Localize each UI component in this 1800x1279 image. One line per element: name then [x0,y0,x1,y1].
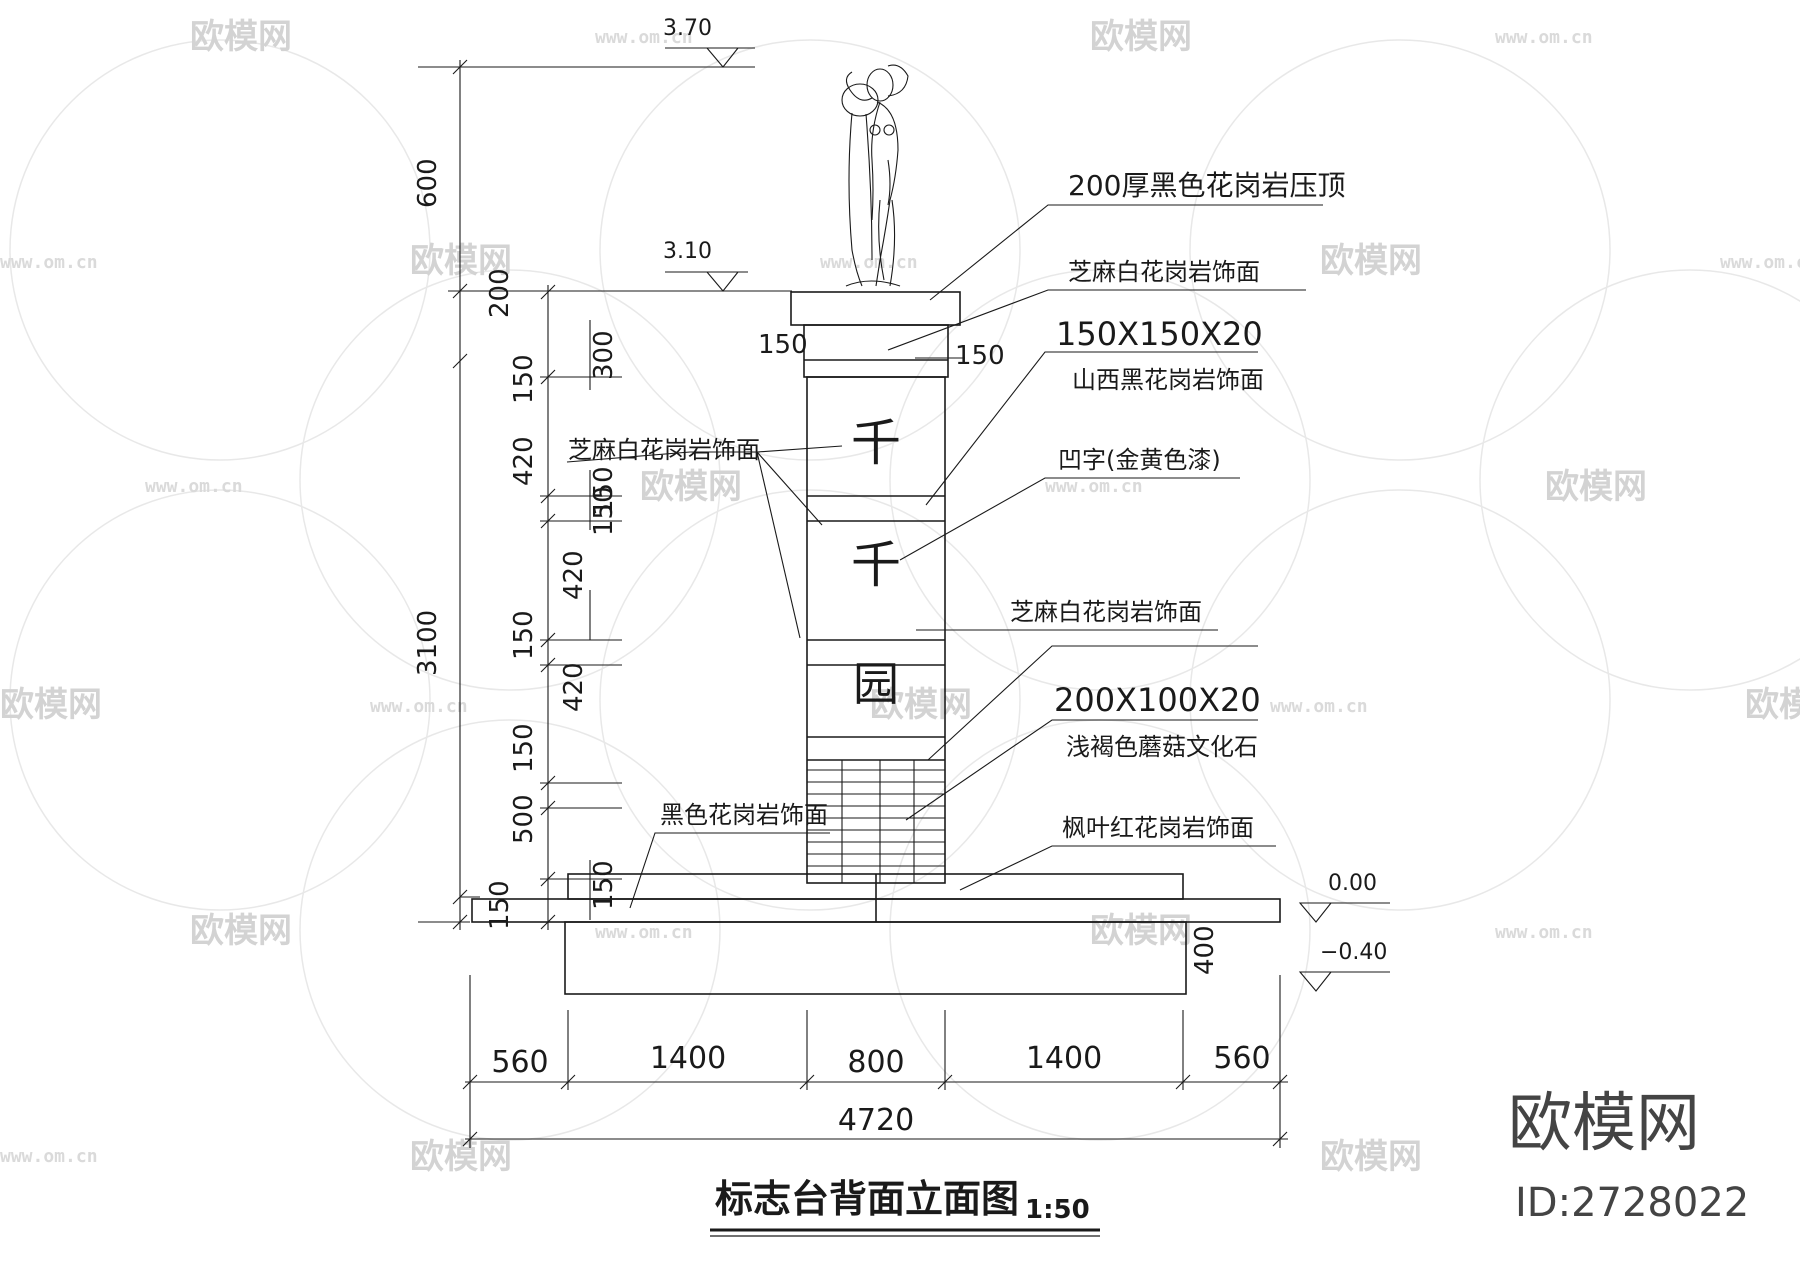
sesame-white-cladding-top [803,324,949,378]
level-label-foundation: −0.40 [1320,940,1387,965]
dim-seg: 150 [509,354,539,404]
dim-overall: 3100 [413,610,443,676]
statue-figure [841,64,909,287]
callout-shanxi-black: 山西黑花岗岩饰面 [1072,366,1264,394]
monument-body: 千 千 园 [471,291,1281,995]
culture-stone-panel [807,760,945,883]
callout-sesame-white-top: 芝麻白花岗岩饰面 [1068,258,1260,286]
dim-seg: 420 [559,662,589,712]
callout-sesame-white-mid: 芝麻白花岗岩饰面 [1010,598,1202,626]
dim-total: 4720 [838,1103,914,1138]
watermark-logo: 欧模网 [1320,241,1422,281]
callout-maple-red: 枫叶红花岗岩饰面 [1062,814,1254,842]
watermark-logo: 欧模网 [190,911,292,951]
dim-w4: 1400 [1026,1041,1102,1076]
dim-offset-left: 150 [758,330,808,360]
dim-inner-300: 300 [589,330,619,380]
watermark-logo: 欧模网 [1090,911,1192,951]
callout-black-granite-cap: 200厚黑色花岗岩压顶 [1068,169,1345,202]
elevation-marker-cap: 3.10 [663,239,748,292]
offset-dimensions: 150 150 [758,330,1005,371]
watermark-url: www.om.cn [0,252,98,273]
dim-seg: 150 [589,860,619,910]
dim-statue: 600 [413,158,443,208]
watermark-logo: 欧模网 [640,467,742,507]
elevation-marker-top: 3.70 [663,16,755,68]
watermark-url: www.om.cn [1495,922,1593,943]
elevation-marker-ground: 0.00 [1298,871,1390,923]
dim-seg: 150 [509,610,539,660]
level-label-ground: 0.00 [1328,871,1377,896]
callouts: 200厚黑色花岗岩压顶 芝麻白花岗岩饰面 150X150X20 山西黑花岗岩饰面… [566,169,1345,909]
watermark-url: www.om.cn [0,1146,98,1167]
watermark-logo: 欧模网 [410,1137,512,1177]
watermark-logo: 欧模网 [1090,17,1192,57]
engraved-char-1: 千 [851,414,901,472]
level-label-cap: 3.10 [663,239,712,264]
vertical-dimension-labels: 600 200 3100 150 150 420 150 420 150 420… [413,158,1220,975]
watermark-layer: 欧模网 欧模网 欧模网 欧模网 欧模网 欧模网 欧模网 欧模网 欧模网 欧模网 … [0,17,1800,1177]
drawing-title: 标志台背面立面图 [715,1177,1019,1221]
watermark-url: www.om.cn [370,696,468,717]
title-block: 标志台背面立面图 1:50 [710,1177,1100,1237]
watermark-url: www.om.cn [145,476,243,497]
dim-seg: 420 [559,550,589,600]
brand-id: ID:2728022 [1515,1180,1749,1226]
watermark-logo: 欧模网 [0,685,102,725]
engraved-char-2: 千 [851,536,901,594]
dim-seg: 150 [509,723,539,773]
horizontal-dimensions: 560 1400 800 1400 560 4720 [462,975,1288,1148]
callout-black-granite: 黑色花岗岩饰面 [660,801,828,829]
callout-tile-size-1: 150X150X20 [1056,315,1263,353]
brand-logo: 欧模网 [1508,1087,1700,1161]
watermark-logo: 欧模网 [1545,467,1647,507]
dim-w1: 560 [491,1045,548,1080]
dim-offset-right: 150 [955,341,1005,371]
engraved-char-3: 园 [853,657,899,711]
dim-foundation: 400 [1190,925,1220,975]
vertical-dimensions [452,59,622,930]
dim-seg: 150 [589,486,619,536]
watermark-url: www.om.cn [1045,476,1143,497]
elevation-marker-foundation: −0.40 [1298,940,1390,992]
dim-seg: 500 [509,794,539,844]
callout-tile-size-2: 200X100X20 [1054,681,1261,719]
watermark-logo: 欧模网 [1745,685,1800,725]
callout-mushroom-stone: 浅褐色蘑菇文化石 [1066,733,1258,761]
watermark-url: www.om.cn [595,922,693,943]
foundation [564,921,1187,995]
callout-sesame-white-left: 芝麻白花岗岩饰面 [568,436,760,464]
watermark-url: www.om.cn [820,252,918,273]
drawing-scale: 1:50 [1025,1195,1090,1225]
dim-cap: 200 [485,268,515,318]
dim-w3: 800 [847,1045,904,1080]
brand-block: 欧模网 ID:2728022 [1508,1087,1749,1226]
watermark-logo: 欧模网 [1320,1137,1422,1177]
watermark-url: www.om.cn [1720,252,1800,273]
watermark-url: www.om.cn [1495,27,1593,48]
callout-engraved-gold: 凹字(金黄色漆) [1058,446,1221,474]
watermark-logo: 欧模网 [410,241,512,281]
dim-inner-150: 150 [589,466,619,516]
watermark-url: www.om.cn [1270,696,1368,717]
watermark-url: www.om.cn [595,27,693,48]
dim-w2: 1400 [650,1041,726,1076]
watermark-logo: 欧模网 [190,17,292,57]
dim-w5: 560 [1213,1041,1270,1076]
watermark-logo: 欧模网 [870,685,972,725]
level-label-top: 3.70 [663,16,712,41]
dim-seg: 420 [509,436,539,486]
